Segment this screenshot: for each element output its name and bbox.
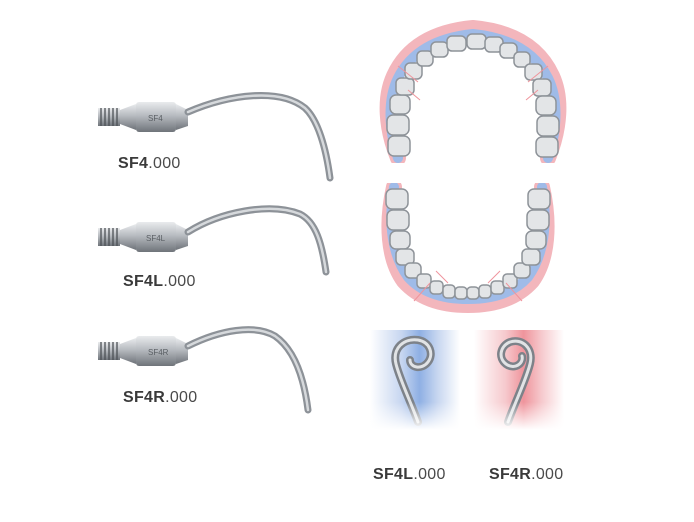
sf4r-side-view [474,330,564,430]
thread [98,108,120,126]
side-view-sf4l-label: SF4L.000 [373,466,446,484]
side-view-sf4r-label: SF4R.000 [489,466,563,484]
tip-sf4r-image: SF4R [98,326,312,414]
model-code: SF4L [373,466,414,483]
tip-sf4l-image: SF4L [98,205,330,276]
tip-engraving: SF4L [146,234,166,243]
model-suffix: .000 [163,273,196,290]
model-code: SF4R [123,389,166,406]
curved-tip-icon [497,337,535,426]
tip-engraving: SF4 [148,114,163,123]
model-suffix: .000 [531,466,564,483]
tip-sf4r-label: SF4R.000 [123,389,197,407]
sf4l-side-view [370,330,460,430]
model-suffix: .000 [148,155,181,172]
tip-sf4l-label: SF4L.000 [123,273,196,291]
model-suffix: .000 [165,389,198,406]
lower-arch-diagram [381,183,555,313]
thread [98,228,120,246]
upper-arch-diagram [379,19,567,163]
model-suffix: .000 [413,466,446,483]
model-code: SF4R [489,466,532,483]
tip-engraving: SF4R [148,348,169,357]
curved-tip-icon [391,335,435,426]
thread [98,342,120,360]
tip-sf4-label: SF4.000 [118,155,181,173]
model-code: SF4 [118,155,149,172]
model-code: SF4L [123,273,164,290]
tip-sf4-image: SF4 [98,92,334,182]
